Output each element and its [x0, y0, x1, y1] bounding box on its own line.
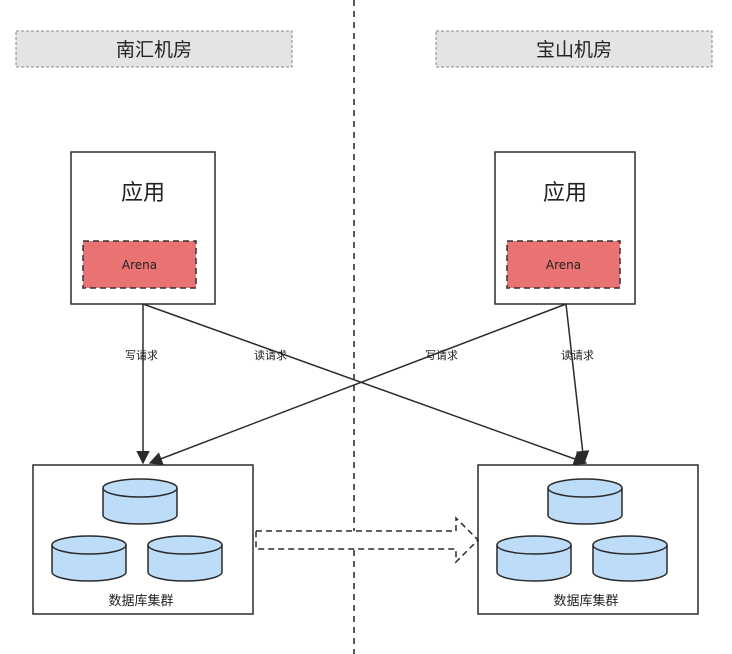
right-app-node: 应用 Arena: [494, 151, 636, 305]
left-read-edge: [142, 303, 588, 466]
replication-arrow: [255, 516, 480, 564]
right-zone-title: 宝山机房: [536, 39, 612, 61]
right-db-label: 数据库集群: [553, 593, 618, 609]
left-arena-box: [82, 240, 197, 289]
left-db-cylinder-top: [102, 478, 178, 525]
left-db-label: 数据库集群: [108, 593, 173, 609]
right-arena-label: Arena: [546, 258, 581, 272]
left-app-title: 应用: [121, 181, 165, 206]
right-db-cylinder-right: [592, 535, 668, 582]
right-db-cylinder-top: [547, 478, 623, 525]
left-app-node: 应用 Arena: [70, 151, 216, 305]
right-read-label: 读请求: [561, 348, 594, 362]
left-arena-label: Arena: [122, 258, 157, 272]
right-db-cluster: 数据库集群: [477, 464, 699, 615]
left-read-label: 读请求: [254, 348, 287, 362]
left-zone-header: 南汇机房: [15, 30, 293, 68]
left-write-label: 写请求: [125, 349, 158, 362]
left-db-cylinder-right: [147, 535, 223, 582]
right-arena-box: [506, 240, 621, 289]
right-write-label: 写请求: [425, 349, 458, 362]
left-db-cylinder-left: [51, 535, 127, 582]
left-db-cluster: 数据库集群: [32, 464, 254, 615]
right-app-title: 应用: [543, 181, 587, 206]
right-read-edge: [565, 303, 590, 465]
left-zone-title: 南汇机房: [116, 39, 192, 61]
right-write-edge: [148, 303, 567, 465]
right-db-cylinder-left: [496, 535, 572, 582]
right-zone-header: 宝山机房: [435, 30, 713, 68]
